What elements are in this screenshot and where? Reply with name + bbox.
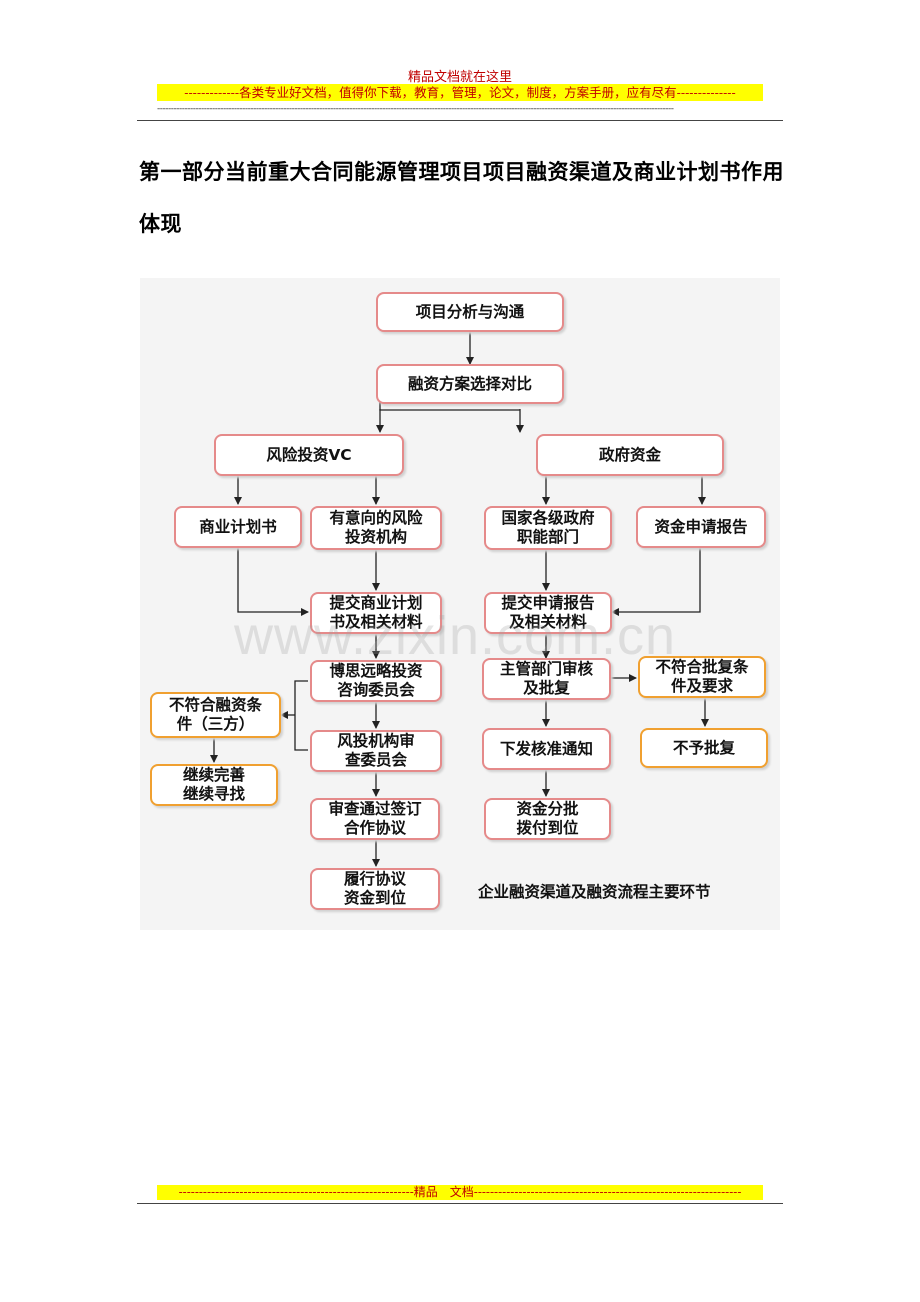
header-rule: [137, 120, 783, 121]
node-gov-departments: 国家各级政府职能部门: [484, 506, 612, 550]
node-issue-notice: 下发核准通知: [482, 728, 611, 770]
node-department-review: 主管部门审核及批复: [482, 658, 611, 700]
node-business-plan: 商业计划书: [174, 506, 302, 548]
flowchart-caption: 企业融资渠道及融资流程主要环节: [478, 883, 711, 901]
node-submit-business-plan: 提交商业计划书及相关材料: [310, 592, 442, 634]
node-sign-agreement: 审查通过签订合作协议: [310, 798, 440, 840]
node-vc-review-committee: 风投机构审查委员会: [310, 730, 442, 772]
node-not-meet-financing: 不符合融资条件（三方）: [150, 692, 281, 738]
footer-banner: ----------------------------------------…: [157, 1185, 763, 1200]
section-heading: 第一部分当前重大合同能源管理项目项目融资渠道及商业计划书作用体现: [139, 159, 784, 236]
node-fulfill-agreement: 履行协议资金到位: [310, 868, 440, 910]
node-funds-disbursed: 资金分批拨付到位: [484, 798, 611, 840]
node-financing-compare: 融资方案选择对比: [376, 364, 564, 404]
node-no-approval: 不予批复: [640, 728, 768, 768]
node-not-meet-approval: 不符合批复条件及要求: [638, 656, 766, 698]
node-fund-application-report: 资金申请报告: [636, 506, 766, 548]
node-continue-search: 继续完善继续寻找: [150, 764, 278, 806]
node-interested-vc-org: 有意向的风险投资机构: [310, 506, 442, 550]
footer-rule: [137, 1203, 783, 1204]
header-dashes: ----------------------------------------…: [157, 104, 674, 114]
header-title: 精品文档就在这里: [407, 70, 512, 85]
node-project-analysis: 项目分析与沟通: [376, 292, 564, 332]
node-submit-application: 提交申请报告及相关材料: [484, 592, 612, 634]
header-banner: -------------各类专业好文档，值得你下载，教育，管理，论文，制度，方…: [157, 84, 763, 101]
node-venture-capital: 风险投资VC: [214, 434, 404, 476]
flowchart: 项目分析与沟通 融资方案选择对比 风险投资VC 政府资金 商业计划书 有意向的风…: [140, 278, 780, 930]
node-consulting-committee: 博思远略投资咨询委员会: [310, 660, 442, 702]
flowchart-connectors: [210, 332, 709, 867]
node-government-funds: 政府资金: [536, 434, 724, 476]
